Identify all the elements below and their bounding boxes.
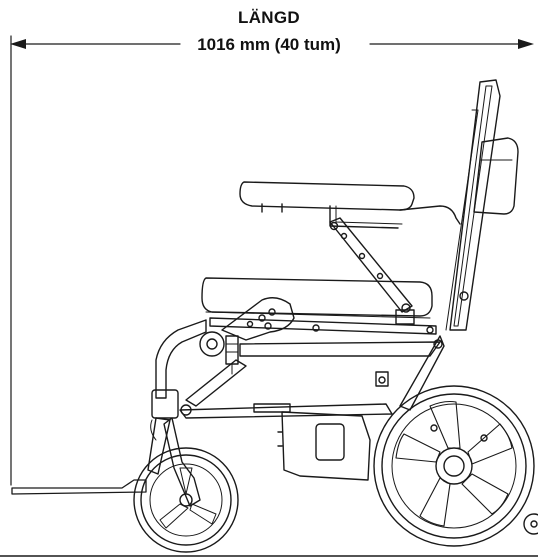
front-caster-fork: [147, 319, 207, 507]
back-pouch: [473, 137, 519, 215]
right-arrow-icon: [518, 39, 534, 49]
dimension-value: 1016 mm (40 tum): [185, 35, 353, 54]
rear-wheel: [373, 385, 535, 547]
front-joint-knob: [199, 331, 225, 357]
seat-cushion: [201, 277, 433, 319]
lower-frame: [179, 291, 469, 419]
left-arrow-icon: [10, 39, 26, 49]
front-wheel: [133, 447, 239, 553]
anti-tip-wheel: [523, 513, 538, 535]
length-dimension-line: [10, 39, 534, 49]
armrest: [239, 181, 461, 229]
footplate: [11, 479, 147, 495]
backrest: [445, 79, 501, 331]
battery-pack: [253, 371, 389, 481]
dimension-label: LÄNGD: [238, 8, 300, 27]
front-hinge-plate: [199, 297, 295, 375]
seat-frame: [209, 309, 437, 335]
armrest-linkage: [329, 217, 413, 313]
dimension-value-wrap: 1016 mm (40 tum): [0, 35, 538, 55]
